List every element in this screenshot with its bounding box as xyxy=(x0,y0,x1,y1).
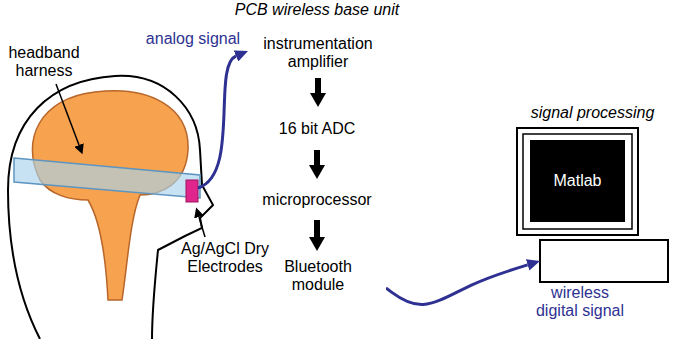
signal-label: analog signal xyxy=(138,30,248,48)
signal-arrow xyxy=(386,265,528,305)
head-outline xyxy=(8,76,213,339)
electrode xyxy=(186,180,198,202)
node-text: Bluetooth module xyxy=(256,258,380,295)
edge-label: wireless digital signal xyxy=(530,284,630,321)
node-text: instrumentation amplifier xyxy=(256,35,380,72)
node-text: microprocessor xyxy=(262,191,371,209)
signal-arrow xyxy=(314,220,320,237)
panel-fill-rect xyxy=(232,22,402,336)
part-label: Ag/AgCl Dry Electrodes xyxy=(170,240,280,277)
signal-arrow xyxy=(315,78,321,93)
process-box: microprocessor xyxy=(250,180,384,220)
node-heading: PCB wireless base unit xyxy=(232,1,402,19)
node-text: 16 bit ADC xyxy=(279,120,355,138)
process-box: 16 bit ADC xyxy=(250,108,384,150)
process-box: Bluetooth module xyxy=(250,252,386,300)
analog-signal-arrow xyxy=(198,56,236,188)
monitor-frame xyxy=(517,128,638,235)
computer: signal processingMatlab xyxy=(517,104,668,282)
part-label: headband harness xyxy=(2,44,86,81)
monitor-screen: Matlab xyxy=(530,140,625,222)
node-heading: signal processing xyxy=(517,104,668,122)
process-box: instrumentation amplifier xyxy=(250,28,386,78)
node-text: Matlab xyxy=(553,172,601,190)
leader-arrow xyxy=(199,217,205,237)
monitor-bezel xyxy=(523,134,632,229)
headband xyxy=(14,158,200,198)
leader-arrow xyxy=(56,84,79,145)
computer-base xyxy=(540,240,668,282)
pcb-panel: PCB wireless base unitinstrumentation am… xyxy=(232,22,402,336)
signal-arrow xyxy=(314,150,320,165)
